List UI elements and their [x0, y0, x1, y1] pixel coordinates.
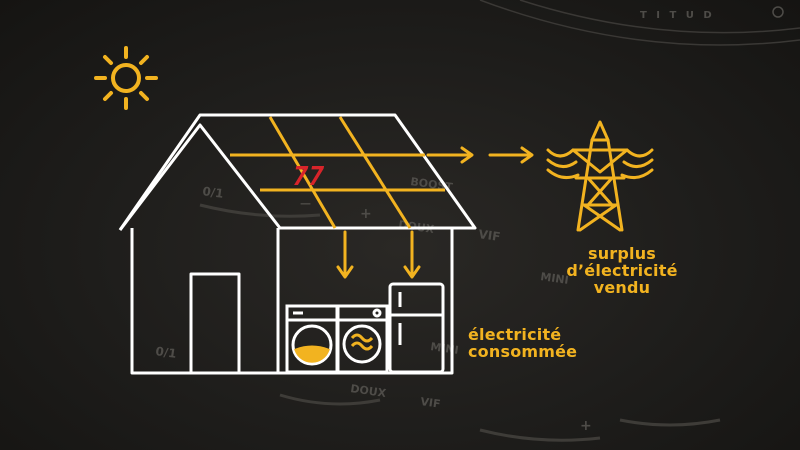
surplus-label-line2: d’électricité	[566, 261, 678, 280]
solar-panel-icon	[230, 116, 445, 229]
consumed-label: électricité consommée	[468, 326, 577, 360]
consumed-label-line1: électricité	[468, 325, 562, 344]
consumed-label-line2: consommée	[468, 342, 578, 361]
washing-machine-icon	[285, 304, 339, 374]
panel-text-doux-b: DOUX	[350, 382, 388, 400]
surplus-label: surplus d’électricité vendu	[562, 245, 682, 296]
arrow-icon	[426, 146, 534, 164]
arrow-down-icon	[336, 230, 421, 279]
panel-text-mini-b: MINI	[430, 340, 460, 357]
sun-icon	[94, 46, 158, 110]
surplus-label-line3: vendu	[593, 278, 651, 297]
fridge-icon	[388, 282, 445, 374]
panel-text-zero-one: 0/1	[202, 184, 225, 201]
cooktop-display: 77	[289, 162, 327, 192]
panel-text-zero-one-b: 0/1	[155, 344, 178, 361]
house-door	[189, 272, 241, 375]
panel-text-plus-b: +	[580, 418, 592, 434]
panel-text-plus: +	[360, 206, 372, 222]
dryer-icon	[336, 304, 389, 374]
surplus-label-line1: surplus	[587, 244, 657, 263]
power-pylon-icon	[546, 120, 654, 232]
panel-text-minus: —	[300, 197, 311, 210]
panel-text-top: T I T U D	[640, 10, 715, 21]
panel-text-mini: MINI	[540, 270, 570, 287]
panel-text-vif-b: VIF	[420, 395, 442, 411]
panel-text-vif: VIF	[478, 227, 502, 244]
